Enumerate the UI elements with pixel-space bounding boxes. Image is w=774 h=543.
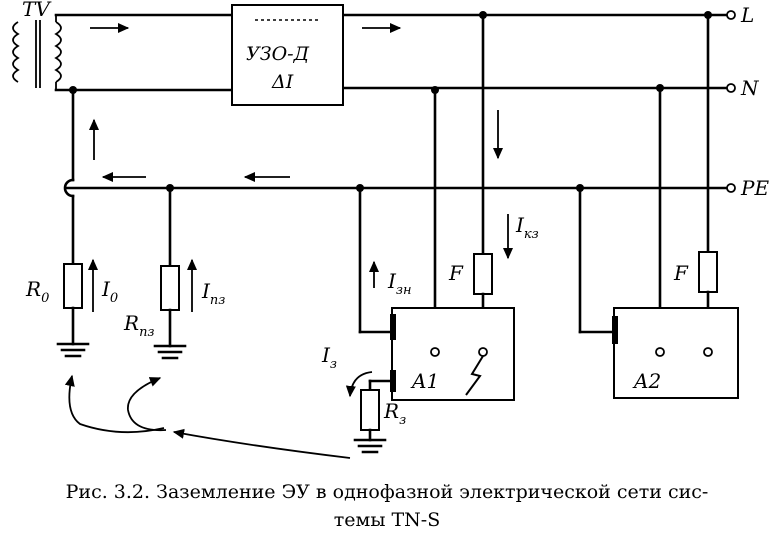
line-l: L	[54, 3, 754, 27]
l-terminal	[726, 10, 736, 20]
line-l-label: L	[740, 3, 754, 27]
device-a1-branch: F	[356, 11, 493, 350]
neutral-earth-lead	[63, 86, 77, 266]
resistor-rpz: Rпз	[123, 184, 187, 360]
rpz-label: Rпз	[123, 311, 155, 340]
i0-label: I0	[101, 277, 118, 306]
resistor-r0: R0	[25, 263, 90, 358]
line-pe: PE	[64, 176, 769, 200]
device-a1-label: A1	[410, 369, 439, 393]
transformer-tv: TV	[12, 0, 62, 90]
current-arrows	[87, 22, 514, 398]
ikz-label: Iкз	[515, 213, 539, 242]
rcd-name: УЗО-Д	[246, 43, 310, 65]
pe-terminal	[726, 183, 736, 193]
caption-line-2: темы TN-S	[333, 509, 441, 531]
iz-label: Iз	[321, 343, 337, 372]
fuse-f1	[473, 253, 493, 295]
device-a2-label: A2	[632, 369, 661, 393]
caption-line-1: Рис. 3.2. Заземление ЭУ в однофазной эле…	[65, 481, 709, 503]
line-n: N	[54, 76, 760, 100]
tn-s-grounding-diagram: TV L N УЗО-Д ΔI PE R0	[12, 0, 769, 459]
resistor-rz: Rз	[353, 379, 406, 454]
izn-label: Iзн	[387, 269, 412, 298]
fuse-f1-label: F	[448, 261, 464, 285]
figure-caption: Рис. 3.2. Заземление ЭУ в однофазной эле…	[0, 478, 774, 534]
ipz-label: Iпз	[201, 279, 225, 308]
fuse-f2	[698, 251, 718, 293]
return-path-arrows	[64, 374, 351, 459]
fuse-f2-label: F	[673, 261, 689, 285]
n-terminal	[726, 83, 736, 93]
rz-label: Rз	[383, 399, 406, 428]
line-n-label: N	[740, 76, 760, 100]
short-circuit-bolt-icon	[465, 355, 484, 396]
rcd-device: УЗО-Д ΔI	[231, 4, 344, 106]
device-a2: A2	[612, 307, 739, 399]
transformer-label: TV	[22, 0, 52, 21]
device-a2-branch: F	[576, 11, 718, 350]
line-pe-label: PE	[740, 176, 769, 200]
device-a1: A1	[390, 307, 515, 401]
r0-label: R0	[25, 277, 49, 306]
rcd-symbol: ΔI	[271, 71, 294, 93]
arrow-curved-icon	[345, 371, 373, 398]
